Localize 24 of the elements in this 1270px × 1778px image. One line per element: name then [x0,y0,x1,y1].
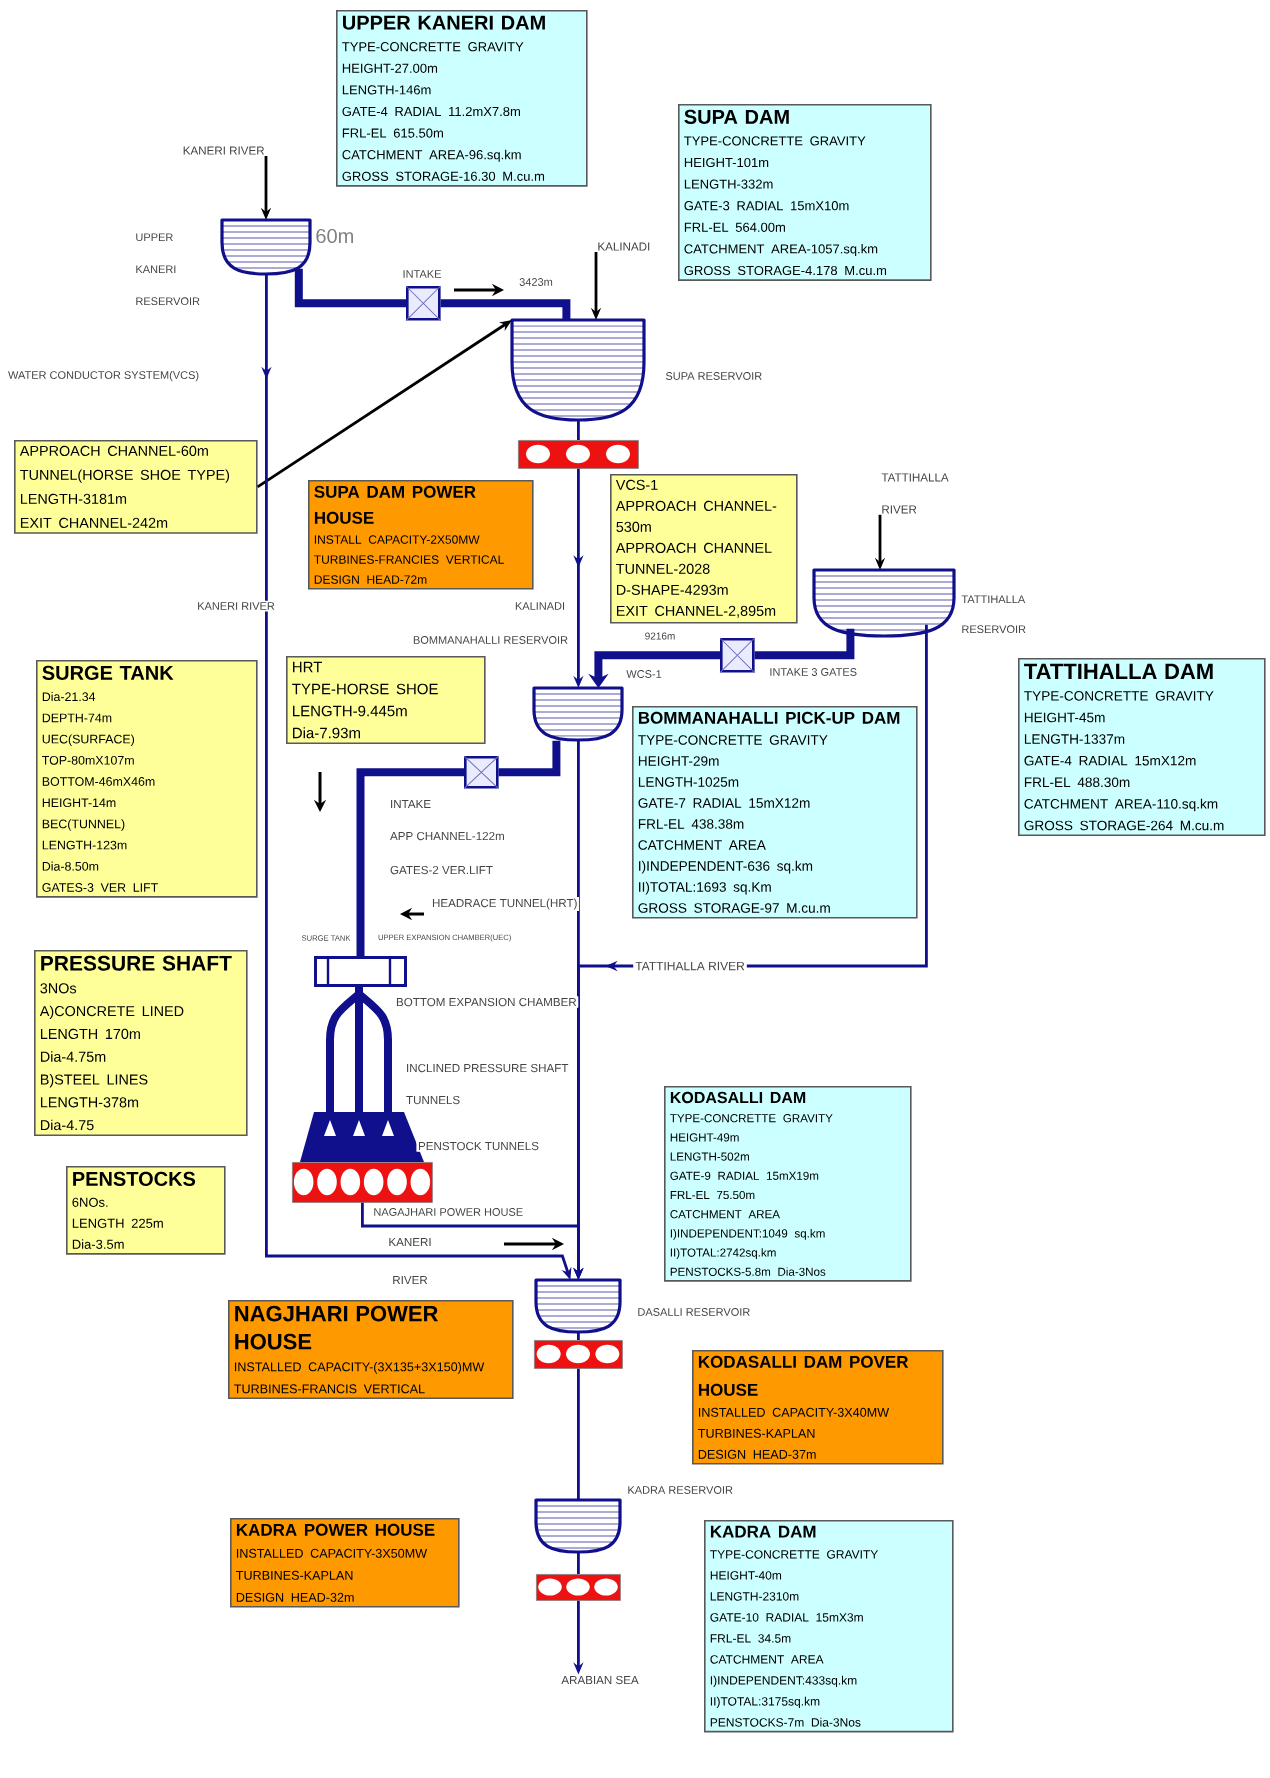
pipe [294,268,406,308]
reservoir-icon [532,686,624,742]
power-house-icon [292,1162,433,1203]
pipe [440,299,571,320]
reservoir-icon [220,218,312,276]
flow-line [577,1368,580,1500]
reservoir-icon [510,318,646,422]
reservoir-icon [812,568,956,638]
power-house-icon [518,440,639,469]
flow-line [577,1332,580,1340]
height-label: 60m [316,228,353,244]
intake-gate-icon [463,755,500,790]
surge-tank-icon [314,954,407,987]
power-house-icon [534,1340,623,1369]
reservoir-icon [534,1498,622,1554]
reservoir-icon [534,1278,622,1334]
power-house-icon [536,1574,621,1601]
intake-gate-icon [405,285,442,322]
intake-gate-icon [719,637,756,674]
flow-line [577,1552,580,1574]
flow-line [577,420,580,440]
pipe [498,740,561,777]
pipe [754,628,855,660]
pipe [356,768,464,956]
